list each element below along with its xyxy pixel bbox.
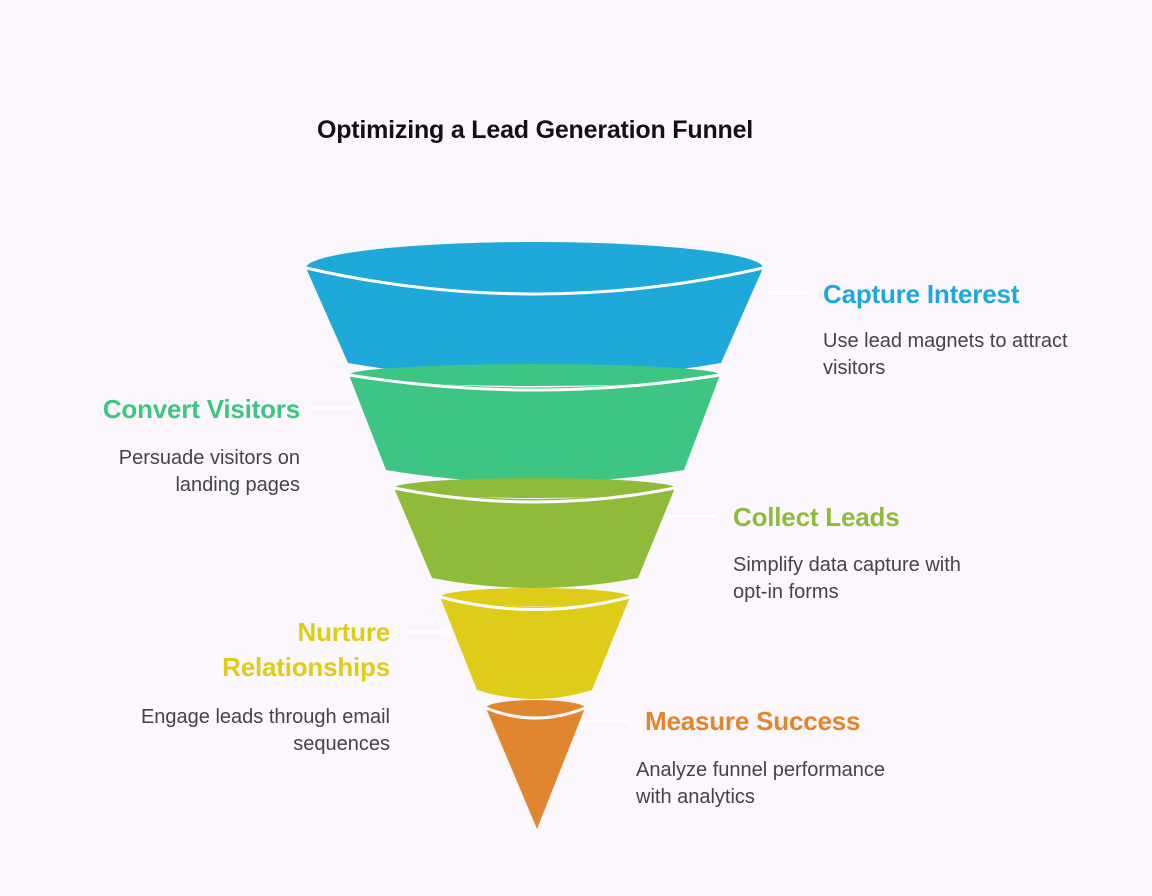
stage-title-capture-interest: Capture Interest — [823, 279, 1020, 309]
stage-description-measure-success: Analyze funnel performance with analytic… — [636, 759, 886, 808]
funnel-segment-convert-visitors — [348, 364, 721, 483]
stage-title-measure-success: Measure Success — [645, 706, 861, 736]
stage-title-collect-leads: Collect Leads — [733, 502, 900, 532]
stage-description-collect-leads: Simplify data capture with opt-in forms — [733, 554, 961, 603]
funnel-segment-collect-leads — [393, 478, 676, 588]
page-title: Optimizing a Lead Generation Funnel — [316, 116, 754, 144]
funnel-segment-capture-interest — [305, 242, 764, 379]
funnel-segment-measure-success — [485, 700, 586, 829]
stage-description-convert-visitors: Persuade visitors on landing pages — [118, 447, 300, 496]
stage-title-nurture-relationships: Nurture Relationships — [222, 617, 390, 682]
stage-description-capture-interest: Use lead magnets to attract visitors — [823, 330, 1068, 379]
stage-description-nurture-relationships: Engage leads through email sequences — [140, 706, 390, 755]
funnel-segment-nurture-relationships — [439, 588, 631, 699]
stage-title-convert-visitors: Convert Visitors — [102, 394, 300, 424]
